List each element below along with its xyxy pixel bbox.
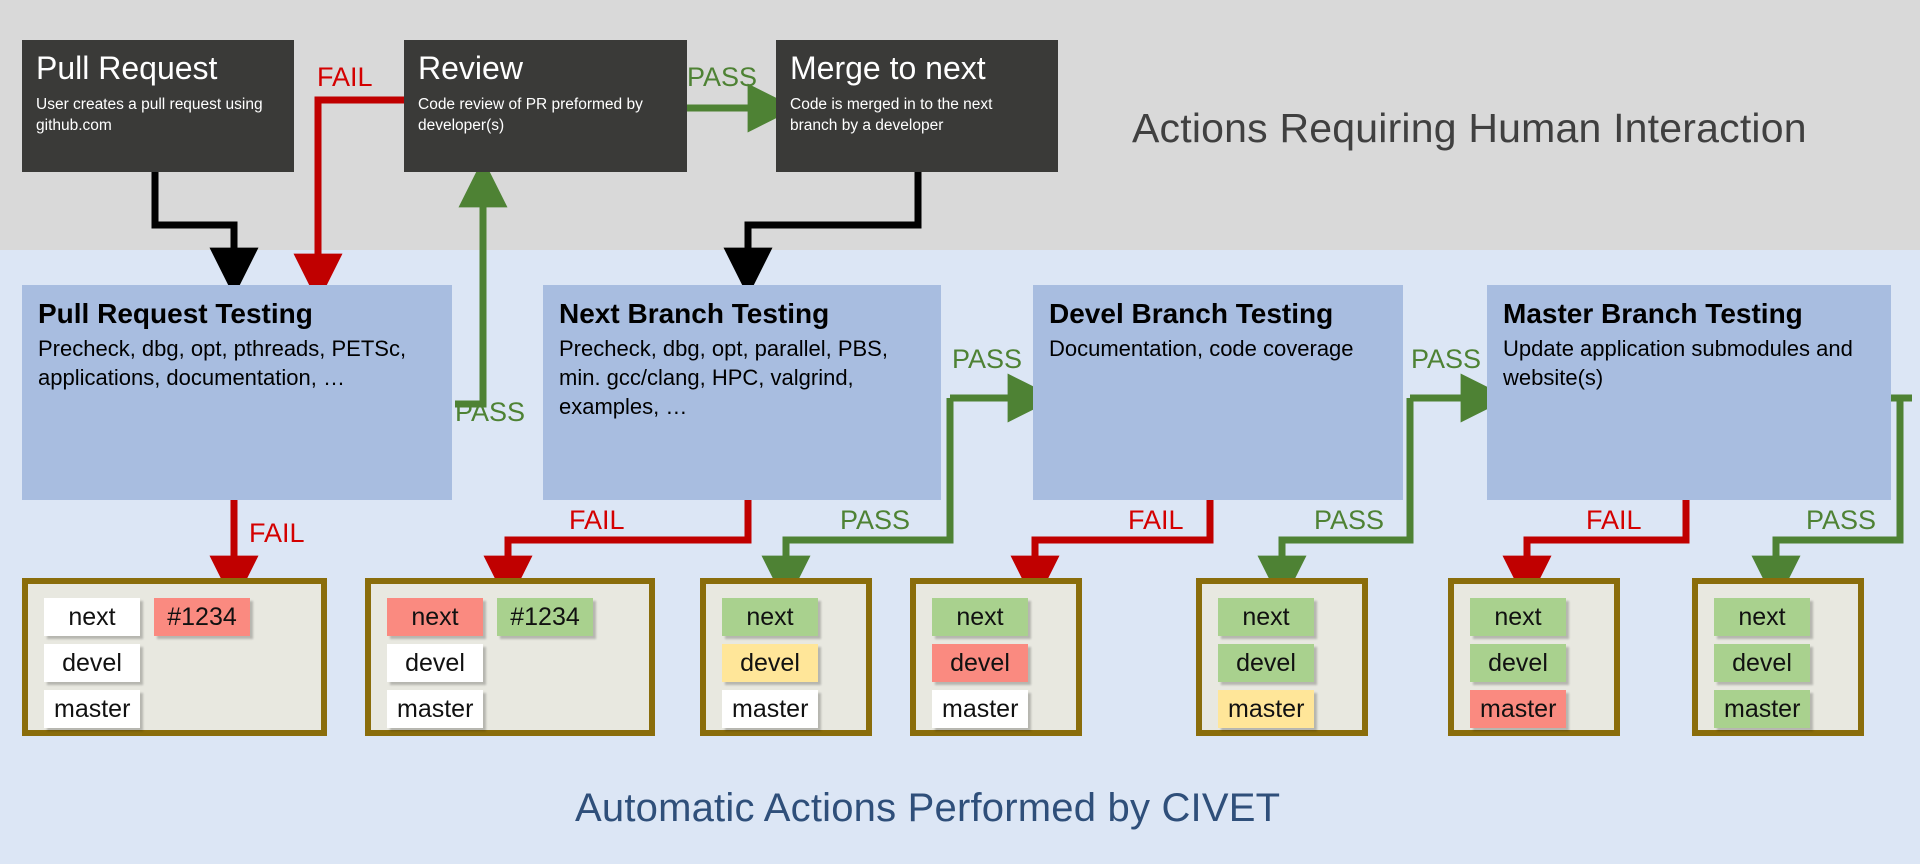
status-row: devel xyxy=(706,640,866,686)
status-row: master xyxy=(916,686,1076,732)
status-row: devel xyxy=(1202,640,1362,686)
branch-chip[interactable]: devel xyxy=(387,644,483,682)
testing-stage-desc: Precheck, dbg, opt, pthreads, PETSc, app… xyxy=(38,335,407,390)
branch-chip[interactable]: devel xyxy=(722,644,818,682)
pr-number-badge[interactable]: #1234 xyxy=(154,598,250,636)
status-row: devel xyxy=(1698,640,1858,686)
human-step-desc: User creates a pull request using github… xyxy=(36,95,263,134)
status-row: devel xyxy=(1454,640,1614,686)
status-card[interactable]: next devel master xyxy=(1692,578,1864,736)
edge-label-pass: PASS xyxy=(952,344,1023,374)
human-step-merge-to-next[interactable]: Merge to next Code is merged in to the n… xyxy=(776,40,1058,172)
branch-chip[interactable]: devel xyxy=(44,644,140,682)
human-step-desc: Code review of PR preformed by developer… xyxy=(418,95,643,134)
branch-chip[interactable]: next xyxy=(387,598,483,636)
testing-stage-devel-branch[interactable]: Devel Branch Testing Documentation, code… xyxy=(1033,285,1403,500)
testing-stage-next-branch[interactable]: Next Branch Testing Precheck, dbg, opt, … xyxy=(543,285,941,500)
branch-chip[interactable]: devel xyxy=(1714,644,1810,682)
testing-stage-title: Master Branch Testing xyxy=(1503,298,1803,329)
branch-chip[interactable]: master xyxy=(387,690,484,728)
branch-chip[interactable]: master xyxy=(1714,690,1811,728)
status-row: master xyxy=(1202,686,1362,732)
testing-stage-title: Devel Branch Testing xyxy=(1049,298,1334,329)
branch-chip[interactable]: master xyxy=(1218,690,1315,728)
testing-stage-desc: Documentation, code coverage xyxy=(1049,335,1354,361)
human-step-title: Review xyxy=(418,50,523,86)
automatic-actions-band-title: Automatic Actions Performed by CIVET xyxy=(575,786,1281,830)
status-row: master xyxy=(706,686,866,732)
testing-stage-desc: Update application submodules and websit… xyxy=(1503,335,1853,390)
branch-chip[interactable]: master xyxy=(1470,690,1567,728)
human-step-title: Pull Request xyxy=(36,50,218,86)
status-card[interactable]: next devel master xyxy=(1448,578,1620,736)
status-card[interactable]: next #1234 devel master xyxy=(22,578,327,736)
edge-label-pass: PASS xyxy=(1314,505,1385,535)
edge-label-fail: FAIL xyxy=(569,505,625,535)
status-row: master xyxy=(1698,686,1858,732)
status-row: devel xyxy=(916,640,1076,686)
status-row: master xyxy=(1454,686,1614,732)
edge-label-pass: PASS xyxy=(455,397,526,427)
status-row: master xyxy=(28,686,321,732)
edge-label-fail: FAIL xyxy=(249,518,305,548)
branch-chip[interactable]: master xyxy=(932,690,1029,728)
edge-label-pass: PASS xyxy=(687,62,758,92)
testing-stage-pull-request[interactable]: Pull Request Testing Precheck, dbg, opt,… xyxy=(22,285,452,500)
pr-number-badge[interactable]: #1234 xyxy=(497,598,593,636)
edge-label-fail: FAIL xyxy=(1586,505,1642,535)
status-row: next xyxy=(1202,594,1362,640)
branch-chip[interactable]: devel xyxy=(1218,644,1314,682)
status-row: next xyxy=(916,594,1076,640)
status-card[interactable]: next #1234 devel master xyxy=(365,578,655,736)
status-card[interactable]: next devel master xyxy=(1196,578,1368,736)
branch-chip[interactable]: devel xyxy=(932,644,1028,682)
branch-chip[interactable]: master xyxy=(722,690,819,728)
status-row: next #1234 xyxy=(28,594,321,640)
branch-chip[interactable]: master xyxy=(44,690,141,728)
status-row: next xyxy=(1454,594,1614,640)
human-step-pull-request[interactable]: Pull Request User creates a pull request… xyxy=(22,40,294,172)
branch-chip[interactable]: next xyxy=(1714,598,1810,636)
edge-label-pass: PASS xyxy=(1411,344,1482,374)
branch-chip[interactable]: devel xyxy=(1470,644,1566,682)
human-step-desc: Code is merged in to the next branch by … xyxy=(790,95,993,134)
human-actions-band-title: Actions Requiring Human Interaction xyxy=(1132,105,1807,151)
branch-chip[interactable]: next xyxy=(44,598,140,636)
testing-stage-desc: Precheck, dbg, opt, parallel, PBS, min. … xyxy=(559,335,888,419)
status-row: next #1234 xyxy=(371,594,649,640)
human-step-review[interactable]: Review Code review of PR preformed by de… xyxy=(404,40,687,172)
branch-chip[interactable]: next xyxy=(722,598,818,636)
edge-label-fail: FAIL xyxy=(1128,505,1184,535)
edge-label-fail: FAIL xyxy=(317,62,373,92)
branch-chip[interactable]: next xyxy=(1470,598,1566,636)
status-card[interactable]: next devel master xyxy=(700,578,872,736)
status-row: devel xyxy=(28,640,321,686)
testing-stage-master-branch[interactable]: Master Branch Testing Update application… xyxy=(1487,285,1891,500)
branch-chip[interactable]: next xyxy=(1218,598,1314,636)
human-step-title: Merge to next xyxy=(790,50,986,86)
status-row: devel xyxy=(371,640,649,686)
status-row: master xyxy=(371,686,649,732)
edge-label-pass: PASS xyxy=(840,505,911,535)
testing-stage-title: Next Branch Testing xyxy=(559,298,830,329)
status-row: next xyxy=(1698,594,1858,640)
testing-stage-title: Pull Request Testing xyxy=(38,298,313,329)
edge-label-pass: PASS xyxy=(1806,505,1877,535)
status-row: next xyxy=(706,594,866,640)
status-card[interactable]: next devel master xyxy=(910,578,1082,736)
branch-chip[interactable]: next xyxy=(932,598,1028,636)
